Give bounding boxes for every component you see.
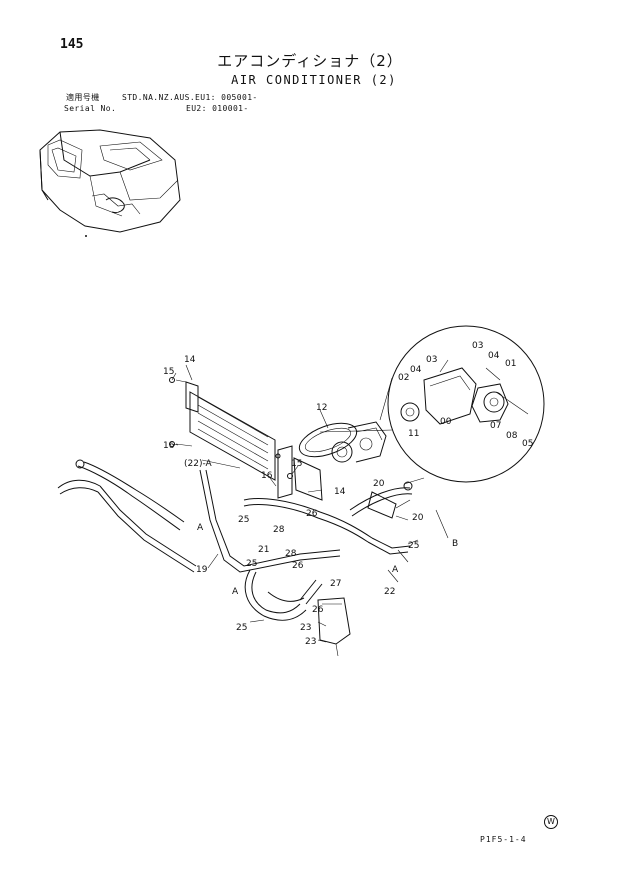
- serial-label-jp: 適用号機: [66, 93, 100, 102]
- compressor-detail-circle: [319, 325, 545, 483]
- callout-25-a: 25: [238, 515, 249, 525]
- hose-routing: [57, 459, 425, 657]
- callout-a-left: A: [197, 523, 204, 533]
- callout-21: 21: [258, 545, 269, 555]
- callout-15: 15: [163, 367, 174, 377]
- callout-26-a: 26: [306, 509, 318, 519]
- callout-01: 01: [505, 359, 516, 369]
- callout-00: 00: [440, 417, 452, 427]
- callout-03: 03: [426, 355, 437, 365]
- callout-16: 16: [163, 441, 175, 451]
- callout-14: 14: [184, 355, 196, 365]
- callout-20-b: 20: [412, 513, 424, 523]
- callout-28-b: 28: [285, 549, 297, 559]
- callout-a-right: A: [392, 565, 399, 575]
- callout-b: B: [452, 539, 458, 549]
- callout-03-top: 03: [472, 341, 483, 351]
- callout-04: 04: [410, 365, 422, 375]
- callout-27: 27: [330, 579, 341, 589]
- callout-19: 19: [196, 565, 208, 575]
- callout-22: 22: [384, 587, 395, 597]
- callout-26-c: 26: [312, 605, 324, 615]
- callout-25-d: 25: [408, 541, 419, 551]
- callout-labels: 14 15 16 (22)-A 12 15 14 16 A 25 26 28 2…: [163, 341, 533, 647]
- callout-15-right: 15: [291, 459, 302, 469]
- callout-14-right: 14: [334, 487, 346, 497]
- figure-code: P1F5-1-4: [480, 835, 527, 844]
- w-mark-icon: W: [544, 815, 558, 829]
- callout-26-b: 26: [292, 561, 304, 571]
- callout-12: 12: [316, 403, 327, 413]
- callout-05: 05: [522, 439, 533, 449]
- callout-04-top: 04: [488, 351, 500, 361]
- callout-25-b: 25: [246, 559, 257, 569]
- compressor-assembly: [298, 421, 387, 463]
- callout-20-a: 20: [373, 479, 385, 489]
- callout-02: 02: [398, 373, 409, 383]
- callout-07: 07: [490, 421, 501, 431]
- page-title-japanese: エアコンディショナ（2）: [217, 52, 403, 70]
- leader-lines: [171, 364, 449, 643]
- callout-16-right: 16: [261, 471, 273, 481]
- machine-overview-illustration: [39, 129, 181, 237]
- callout-28-a: 28: [273, 525, 285, 535]
- condenser-core: [169, 377, 323, 501]
- serial-models-line2: EU2: 010001-: [186, 104, 249, 113]
- callout-23-b: 23: [305, 637, 316, 647]
- serial-label-en: Serial No.: [64, 104, 117, 113]
- callout-11: 11: [408, 429, 419, 439]
- callout-a-lower: A: [232, 587, 239, 597]
- callout-23-a: 23: [300, 623, 311, 633]
- callout-25-c: 25: [236, 623, 247, 633]
- serial-models-line1: STD.NA.NZ.AUS.EU1: 005001-: [122, 93, 258, 102]
- callout-22a: (22)-A: [184, 459, 213, 469]
- page-title: AIR CONDITIONER (2): [231, 73, 397, 87]
- page-number: 145: [60, 37, 84, 52]
- callout-08: 08: [506, 431, 518, 441]
